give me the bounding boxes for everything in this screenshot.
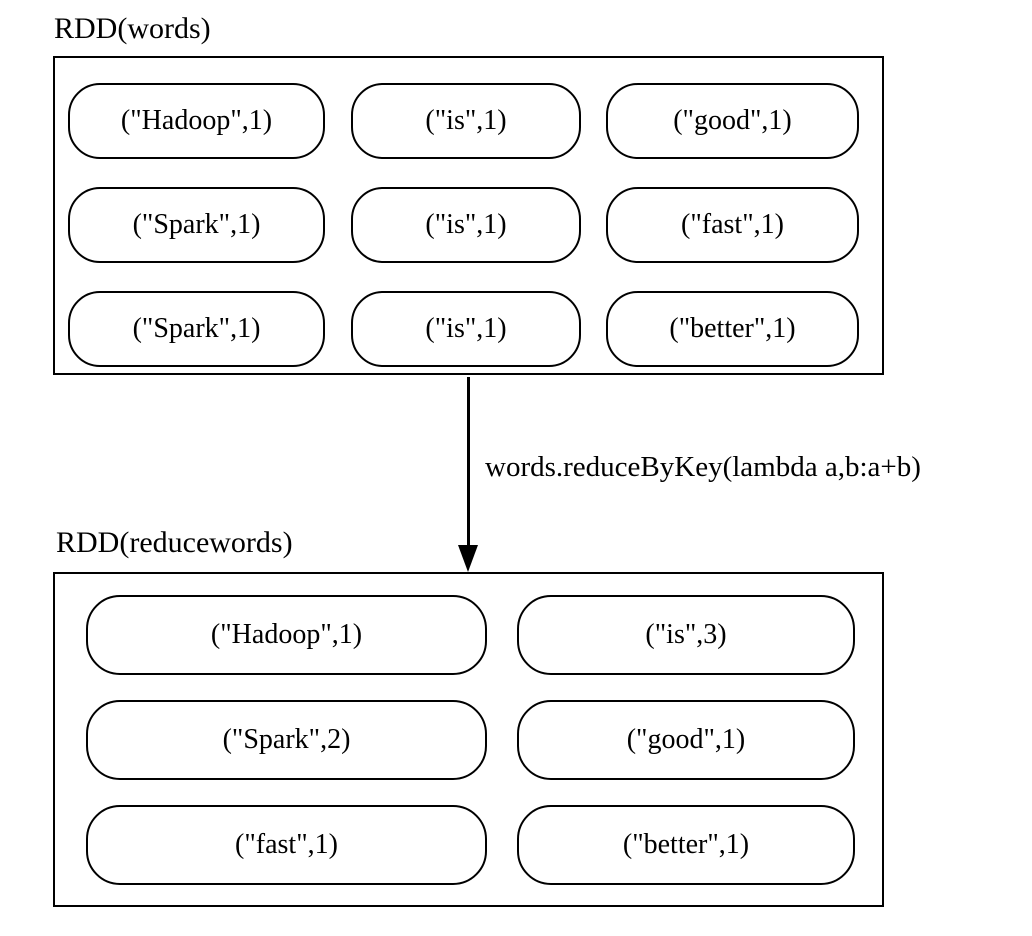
tuple-pill: ("Hadoop",1) (68, 83, 325, 159)
tuple-pill: ("is",1) (351, 83, 581, 159)
tuple-pill: ("Spark",1) (68, 187, 325, 263)
rdd-words-label: RDD(words) (54, 12, 211, 45)
arrow-line (467, 377, 470, 549)
transformation-label: words.reduceByKey(lambda a,b:a+b) (485, 451, 921, 483)
tuple-pill: ("Hadoop",1) (86, 595, 487, 675)
rdd-reducewords-label: RDD(reducewords) (56, 526, 293, 559)
tuple-pill: ("better",1) (517, 805, 855, 885)
tuple-pill: ("good",1) (606, 83, 859, 159)
tuple-pill: ("better",1) (606, 291, 859, 367)
tuple-pill: ("Spark",2) (86, 700, 487, 780)
tuple-pill: ("fast",1) (606, 187, 859, 263)
tuple-pill: ("is",1) (351, 187, 581, 263)
tuple-pill: ("fast",1) (86, 805, 487, 885)
tuple-pill: ("is",1) (351, 291, 581, 367)
tuple-pill: ("Spark",1) (68, 291, 325, 367)
rdd-words-box: ("Hadoop",1) ("is",1) ("good",1) ("Spark… (53, 56, 884, 375)
tuple-pill: ("is",3) (517, 595, 855, 675)
rdd-reducewords-box: ("Hadoop",1) ("is",3) ("Spark",2) ("good… (53, 572, 884, 907)
arrowhead-down-icon (458, 545, 478, 572)
tuple-pill: ("good",1) (517, 700, 855, 780)
